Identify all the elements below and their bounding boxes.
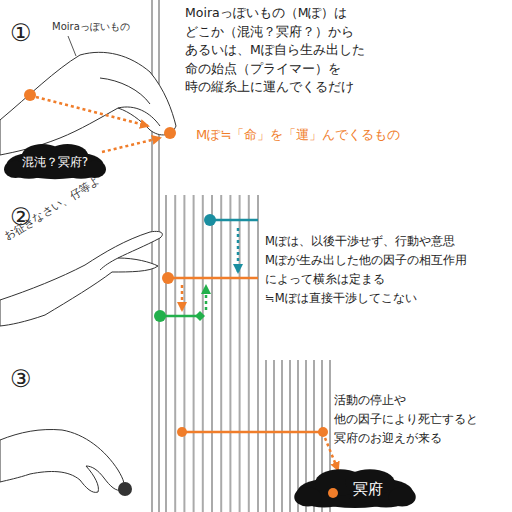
text-line: ≒Mぽは直接干渉してこない [265, 289, 467, 308]
dotted-arrow [36, 97, 148, 126]
warp-thread [158, 0, 160, 512]
primer-dot [164, 127, 176, 139]
cloud-shape: 混沌？冥府? [3, 142, 107, 182]
hand-drawing [100, 258, 118, 270]
dotted-arrow [181, 285, 184, 310]
weft-line [168, 277, 258, 280]
hand-drawing [118, 107, 160, 126]
warp-thread [202, 195, 204, 512]
text-line: Mぽ≒「命」を「運」んでくるもの [196, 127, 400, 144]
cloud-outline [294, 469, 416, 508]
hand-drawing [100, 78, 150, 104]
text-line: 活動の停止や [334, 391, 478, 410]
cloud-label: 混沌？冥府? [22, 154, 88, 171]
factor-dot [154, 310, 166, 322]
text-line: ① [10, 18, 32, 49]
dotted-arrow [102, 138, 160, 152]
factor-diamond [195, 311, 205, 321]
text-line: Moiraっぽいもの（Mぽ）は [185, 4, 365, 23]
life-start-dot [177, 427, 187, 437]
cloud-label: 冥府 [327, 480, 383, 499]
hand-drawing [0, 429, 132, 496]
warp-thread [183, 195, 185, 512]
warp-thread [211, 195, 213, 512]
warp-threads [166, 195, 258, 512]
warp-thread [220, 195, 222, 512]
dotted-arrow [237, 228, 240, 272]
weft-line [210, 219, 258, 222]
cloud-puff [294, 487, 321, 506]
note-text: Moiraっぽいもの（Mぽ）は どこか（混沌？冥府？）から あるいは、Mぽ自ら生… [185, 4, 365, 97]
text-line: ③ [10, 364, 32, 395]
cloud-puff [388, 487, 415, 506]
hand-drawing [0, 429, 124, 492]
warp-thread [174, 195, 176, 512]
warp-thread [239, 195, 241, 512]
warp-thread [257, 195, 259, 512]
factor-dot [162, 272, 174, 284]
emphasis-text: Mぽ≒「命」を「運」んでくるもの [196, 127, 400, 144]
warp-thread [265, 360, 267, 512]
life-end-dot [318, 427, 328, 437]
text-line: Mぽは、以後干渉せず、行動や意思 [265, 232, 467, 251]
text-line: Moiraっぽいもの [52, 20, 130, 33]
note-text: 活動の停止や 他の因子により死亡すると 冥府のお迎えが来る [334, 391, 478, 448]
text-line: あるいは、Mぽ自ら生み出した [185, 41, 365, 60]
text-line: 時の縦糸上に運んでくるだけ [185, 78, 365, 97]
text-line: 他の因子により死亡すると [334, 410, 478, 429]
note-text: Mぽは、以後干渉せず、行動や意思 Mぽが生み出した他の因子の相互作用 によって横… [265, 232, 467, 308]
warp-thread [193, 195, 195, 512]
warp-thread [273, 360, 275, 512]
callout-number: ① [10, 18, 32, 49]
text-line: どこか（混沌？冥府？）から [185, 23, 365, 42]
hand-drawing [0, 231, 162, 326]
cloud-shape: 冥府 [293, 467, 417, 511]
life-dot [118, 482, 132, 496]
warp-thread [165, 195, 167, 512]
warp-thread [229, 195, 231, 512]
part-label: Moiraっぽいもの [52, 20, 130, 33]
callout-number: ③ [10, 364, 32, 395]
origin-dot [24, 89, 36, 101]
text-line: 命の始点（プライマー）を [185, 60, 365, 79]
hand-drawing [0, 36, 176, 155]
text-line: によって横糸は定まる [265, 270, 467, 289]
hand-drawing [0, 52, 176, 155]
warp-thread [289, 360, 291, 512]
warp-thread [248, 195, 250, 512]
weft-line [182, 431, 323, 434]
cloud-outline [4, 144, 106, 179]
leader-line [68, 36, 76, 56]
text-line: Mぽが生み出した他の因子の相互作用 [265, 251, 467, 270]
dotted-arrow [205, 286, 208, 310]
hand-drawing [0, 231, 162, 326]
soul-dot [328, 488, 338, 498]
warp-thread [281, 360, 283, 512]
factor-dot [204, 214, 216, 226]
text-line: 冥府のお迎えが来る [334, 429, 478, 448]
